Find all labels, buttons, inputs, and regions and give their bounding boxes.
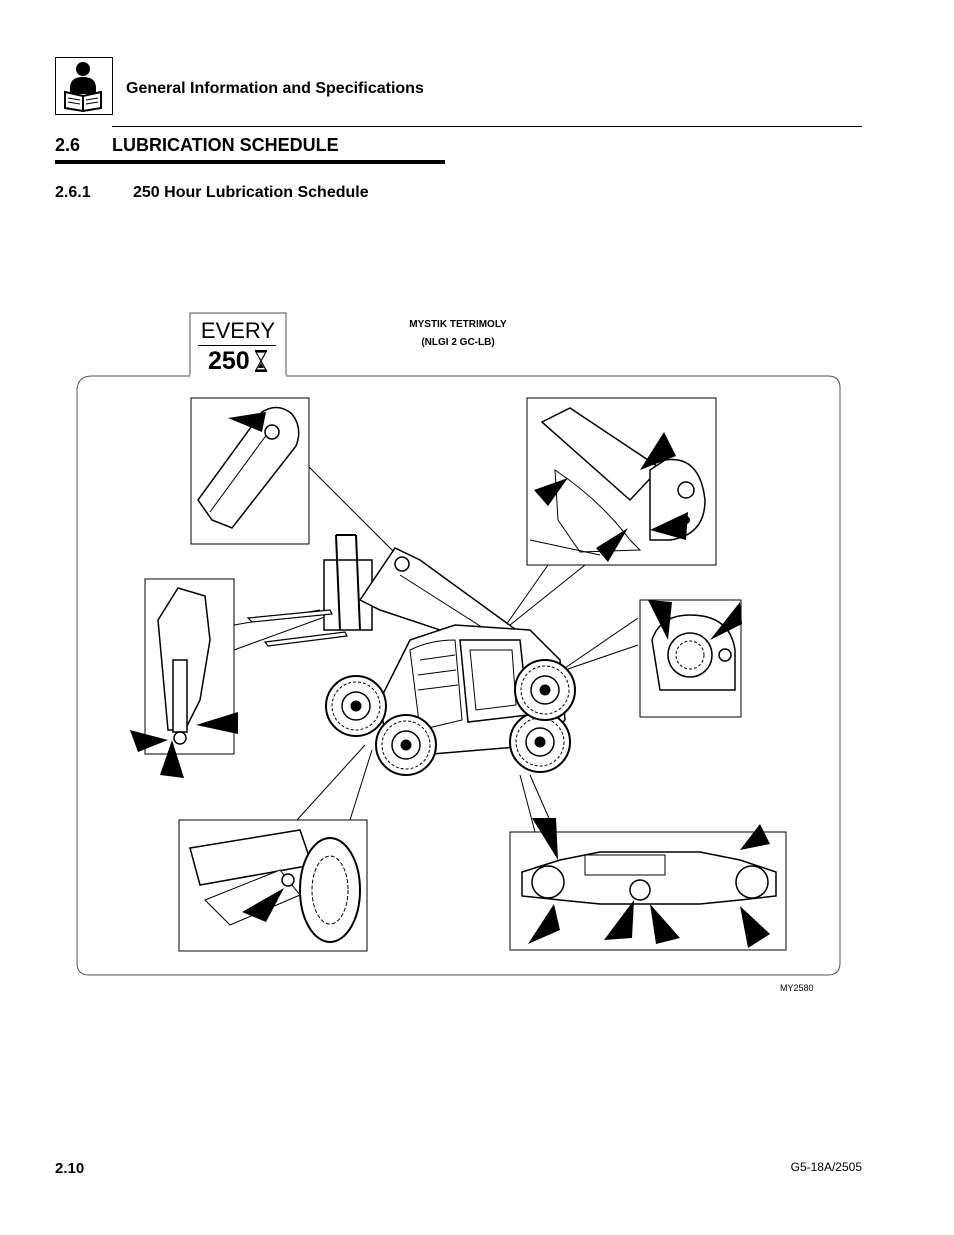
header-divider — [112, 126, 862, 127]
lubricant-grade: (NLGI 2 GC-LB) — [421, 337, 495, 348]
page-number: 2.10 — [55, 1160, 85, 1177]
interval-word: EVERY — [200, 318, 276, 343]
inset-boom-pivot — [526, 397, 717, 566]
figure-id: MY2580 — [780, 983, 814, 993]
lubricant-name: MYSTIK TETRIMOLY — [409, 319, 507, 330]
subsection-heading: 2.6.1 250 Hour Lubrication Schedule — [55, 184, 369, 202]
section-title: LUBRICATION SCHEDULE — [112, 135, 339, 155]
document-number: G5-18A/2505 — [790, 1160, 862, 1174]
subsection-title: 250 Hour Lubrication Schedule — [133, 184, 369, 201]
telehandler-machine — [246, 534, 576, 776]
inset-tilt-cylinder — [130, 578, 238, 778]
inset-rear-pivot — [639, 599, 742, 718]
inset-boom-head — [190, 397, 310, 545]
section-number: 2.6 — [55, 135, 81, 155]
subsection-number: 2.6.1 — [55, 184, 91, 201]
inset-axle — [509, 818, 787, 951]
interval-divider — [198, 345, 276, 346]
inset-front-steering — [178, 819, 368, 952]
section-heading: 2.6 LUBRICATION SCHEDULE — [55, 135, 339, 156]
section-rule — [55, 160, 445, 164]
header-title: General Information and Specifications — [126, 80, 424, 97]
manual-reading-icon — [55, 57, 113, 115]
interval-hours: 250 — [208, 347, 250, 375]
hourglass-icon — [254, 350, 268, 372]
